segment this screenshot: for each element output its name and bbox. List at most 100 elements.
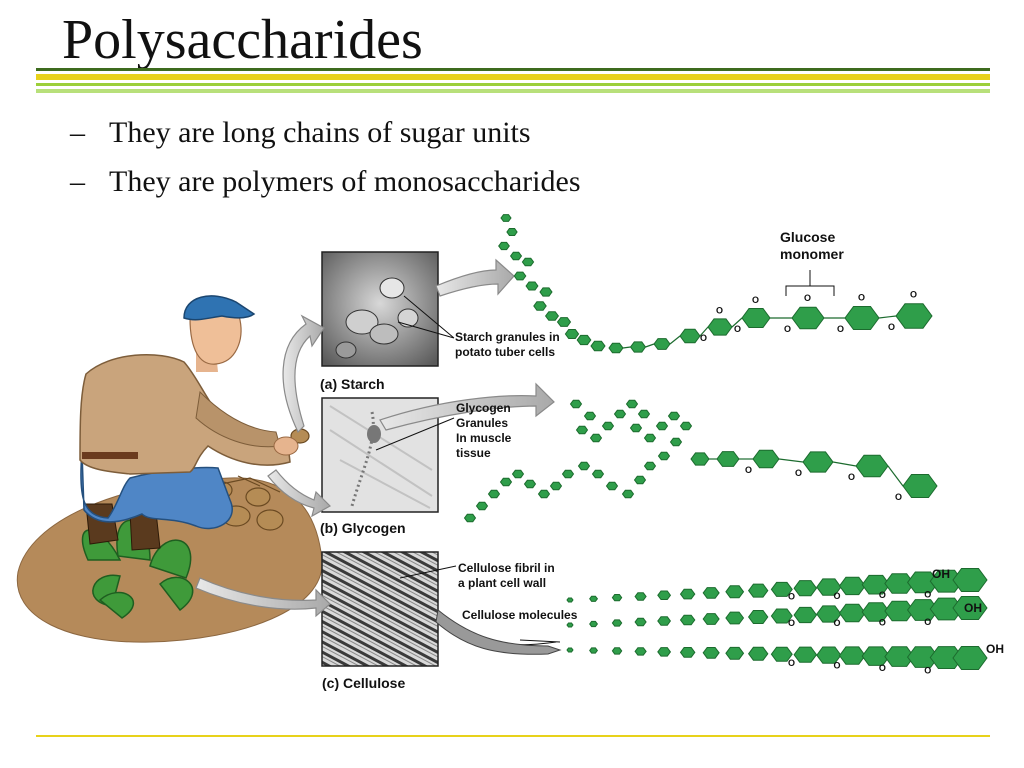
cellulose-glucose-unit — [770, 646, 793, 662]
oxygen-label: O — [924, 666, 931, 676]
glycogen-glucose-unit — [511, 469, 525, 479]
glycosidic-bond — [887, 465, 904, 487]
starch-callout: potato tuber cells — [455, 345, 555, 359]
glycogen-glucose-unit — [625, 399, 639, 409]
glycogen-glucose-unit — [716, 451, 740, 467]
cellulose-glucose-unit — [952, 646, 988, 670]
glycogen-glucose-unit — [561, 469, 575, 479]
cellulose-glucose-unit — [702, 613, 720, 625]
cellulose-glucose-unit — [679, 647, 696, 658]
oxygen-label: O — [745, 465, 752, 475]
slide-title: Polysaccharides — [62, 9, 423, 71]
glycogen-glucose-unit — [475, 501, 489, 511]
bullet-text: They are long chains of sugar units — [109, 116, 531, 149]
glycosidic-bond — [731, 317, 743, 328]
cellulose-glucose-unit — [929, 597, 964, 621]
glycogen-callout: Granules — [456, 416, 508, 430]
cellulose-glucose-unit — [906, 599, 939, 621]
footer-rule — [36, 735, 990, 737]
cellulose-glucose-unit — [725, 611, 745, 625]
glycosidic-bond — [669, 335, 681, 345]
cellulose-glucose-unit — [679, 614, 696, 626]
glycogen-glucose-unit — [569, 399, 583, 409]
glycogen-glucose-unit — [605, 481, 619, 491]
oxygen-label: O — [788, 591, 795, 601]
starch-glucose-unit — [707, 318, 733, 336]
glycogen-glucose-unit — [667, 411, 681, 421]
cellulose-callout: a plant cell wall — [458, 576, 546, 590]
cellulose-glucose-unit — [657, 616, 672, 626]
cellulose-glucose-unit — [884, 573, 915, 594]
cellulose-fibril-rod — [435, 609, 562, 655]
glycogen-glucose-unit — [523, 479, 537, 489]
title-rule-light — [36, 89, 990, 93]
glycogen-glucose-unit — [633, 475, 647, 485]
hydroxyl-label: OH — [986, 642, 1004, 656]
bullet-text: They are polymers of monosaccharides — [109, 165, 581, 198]
cellulose-glucose-unit — [770, 581, 793, 597]
cellulose-glucose-unit — [861, 646, 891, 666]
cellulose-glucose-unit — [634, 617, 647, 627]
glycogen-glucose-unit — [575, 425, 589, 435]
oxygen-label: O — [804, 293, 811, 303]
farmer-cap — [183, 295, 256, 321]
cellulose-glucose-unit — [952, 568, 988, 592]
cellulose-glucose-unit — [793, 580, 818, 597]
cellulose-glucose-unit — [816, 605, 842, 623]
title-rule-dark — [36, 68, 990, 71]
cellulose-glucose-unit — [747, 610, 769, 624]
glycogen-glucose-unit — [643, 433, 657, 443]
cellulose-glucose-unit — [884, 646, 915, 667]
starch-glucose-unit — [653, 338, 671, 350]
oxygen-label: O — [833, 661, 840, 671]
cellulose-glucose-unit — [793, 606, 818, 624]
glycosidic-bond — [699, 326, 709, 337]
glycogen-glucose-unit — [577, 461, 591, 471]
cellulose-glucose-unit — [838, 646, 866, 665]
oxygen-label: O — [924, 617, 931, 627]
cellulose-glucose-unit — [816, 646, 842, 664]
starch-glucose-unit — [544, 311, 560, 321]
oxygen-label: O — [734, 324, 741, 334]
starch-glucose-unit — [509, 251, 523, 261]
cellulose-glucose-unit — [589, 620, 599, 628]
starch-glucose-unit — [590, 340, 606, 352]
starch-micrograph — [321, 251, 439, 367]
hydroxyl-label: OH — [932, 567, 950, 581]
glycogen-glucose-unit — [549, 481, 563, 491]
arrow-to-glycogen-micrograph — [267, 469, 331, 518]
glycogen-glucose-unit — [537, 489, 551, 499]
starch-glucose-unit — [525, 281, 539, 291]
bullet-dash: – — [70, 165, 85, 198]
cellulose-glucose-unit — [838, 603, 866, 623]
oxygen-label: O — [848, 472, 855, 482]
glycogen-glucose-unit — [669, 437, 683, 447]
cellulose-glucose-unit — [634, 647, 647, 656]
arrow-to-glycogen-chain — [379, 382, 555, 431]
starch-glucose-unit — [513, 271, 527, 281]
cellulose-glucose-unit — [566, 597, 574, 603]
cellulose-glucose-unit — [861, 574, 891, 595]
oxygen-label: O — [795, 468, 802, 478]
cellulose-glucose-unit — [929, 646, 964, 669]
cellulose-glucose-unit — [611, 619, 623, 627]
cellulose-callout: Cellulose fibril in — [458, 561, 555, 575]
arrow-to-starch-chain — [435, 258, 515, 297]
cellulose-micrograph — [321, 551, 439, 667]
potato-roots — [211, 475, 281, 493]
cellulose-glucose-unit — [702, 647, 720, 659]
cellulose-glucose-unit — [725, 646, 745, 660]
starch-glucose-unit — [533, 301, 547, 311]
farmer-figure — [79, 295, 299, 551]
glycogen-glucose-unit — [643, 461, 657, 471]
cellulose-glucose-unit — [793, 646, 818, 663]
glycogen-glucose-unit — [655, 421, 669, 431]
cellulose-glucose-unit — [566, 622, 574, 628]
oxygen-label: O — [716, 305, 723, 315]
glycogen-glucose-unit — [690, 452, 710, 466]
cellulose-glucose-unit — [657, 590, 672, 600]
glucose-label: Glucose — [780, 229, 835, 245]
starch-glucose-unit — [741, 308, 771, 328]
